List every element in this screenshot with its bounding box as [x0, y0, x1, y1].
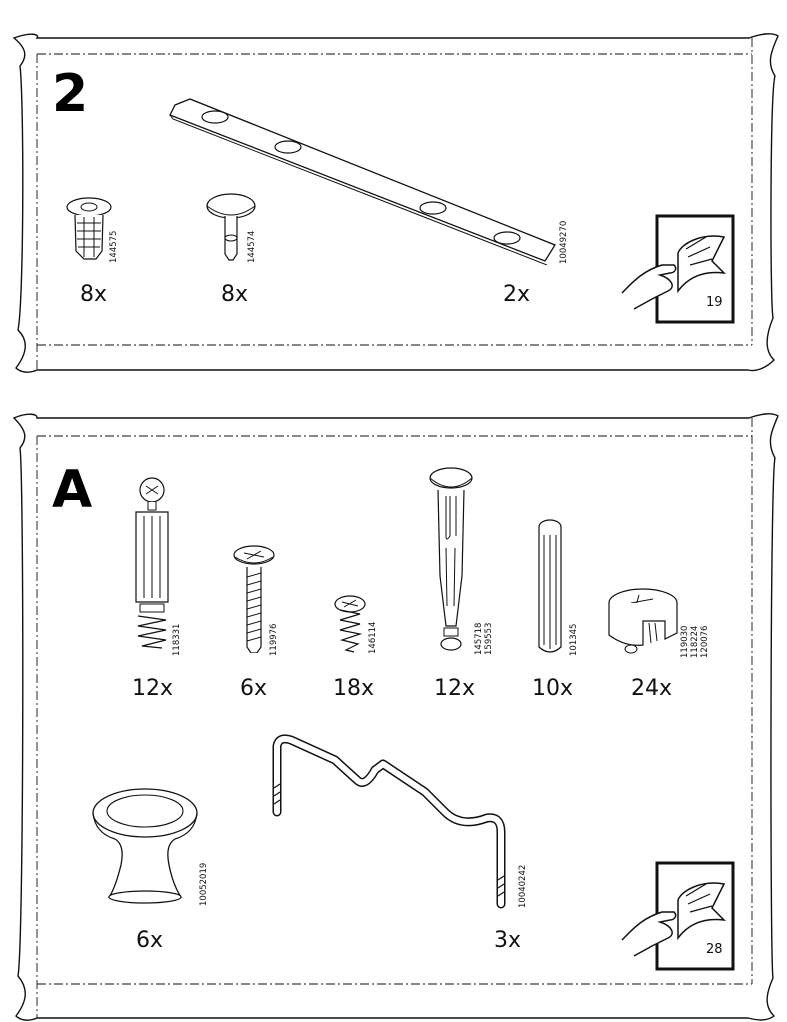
part-quantity: 3x — [494, 928, 522, 953]
wooden-dowel-icon — [538, 519, 562, 653]
part-quantity: 12x — [132, 676, 174, 701]
part-quantity: 10x — [532, 676, 574, 701]
part-quantity: 12x — [434, 676, 476, 701]
part-number: 120076 — [700, 625, 710, 658]
knob-icon — [92, 788, 198, 904]
part-quantity: 6x — [240, 676, 268, 701]
bag-outline — [12, 413, 779, 1021]
part-number: 145718 — [474, 622, 484, 655]
part-number: 10040242 — [518, 864, 528, 908]
part-quantity: 18x — [333, 676, 375, 701]
part-number: 10052019 — [199, 862, 209, 906]
part-number: 118331 — [172, 623, 182, 656]
page-turn-icon — [621, 861, 735, 971]
part-number: 101345 — [569, 623, 579, 656]
part-number: 119976 — [269, 623, 279, 656]
part-quantity: 6x — [136, 928, 164, 953]
connector-plate-icon — [169, 98, 556, 265]
cam-lock-bolt-icon — [135, 477, 169, 649]
short-screw-icon — [334, 595, 366, 653]
cam-dowel-sleeve-icon — [66, 197, 112, 260]
page-reference-number: 28 — [706, 942, 723, 957]
bag-letter: A — [52, 460, 93, 520]
part-quantity: 8x — [221, 282, 249, 307]
part-number: 118224 — [690, 625, 700, 658]
cam-bolt-icon — [206, 193, 256, 261]
part-quantity: 24x — [631, 676, 673, 701]
step-number: 2 — [52, 64, 89, 124]
part-number: 144574 — [247, 230, 257, 263]
part-quantity: 8x — [80, 282, 108, 307]
part-number: 144575 — [109, 230, 119, 263]
cam-lock-nut-icon — [608, 588, 678, 654]
page-reference-number: 19 — [706, 295, 723, 310]
page-turn-icon — [621, 214, 735, 324]
part-number: 119030 — [680, 625, 690, 658]
part-number-pair: 145718 159553 — [474, 623, 494, 655]
part-number-triple: 119030 118224 120076 — [680, 626, 710, 658]
hardware-bag-step-2: 2 144575 8x 144574 8x 10049270 2x 19 — [0, 0, 787, 385]
part-number: 159553 — [484, 622, 494, 655]
screw-icon — [233, 545, 275, 653]
part-quantity: 2x — [503, 282, 531, 307]
part-number: 10049270 — [559, 220, 569, 264]
hardware-bag-a: A 118331 12x 119976 6x 146114 18x 14 — [0, 400, 787, 1022]
wire-handle-icon — [272, 734, 506, 909]
shelf-pin-icon — [429, 467, 473, 651]
part-number: 146114 — [368, 621, 378, 654]
